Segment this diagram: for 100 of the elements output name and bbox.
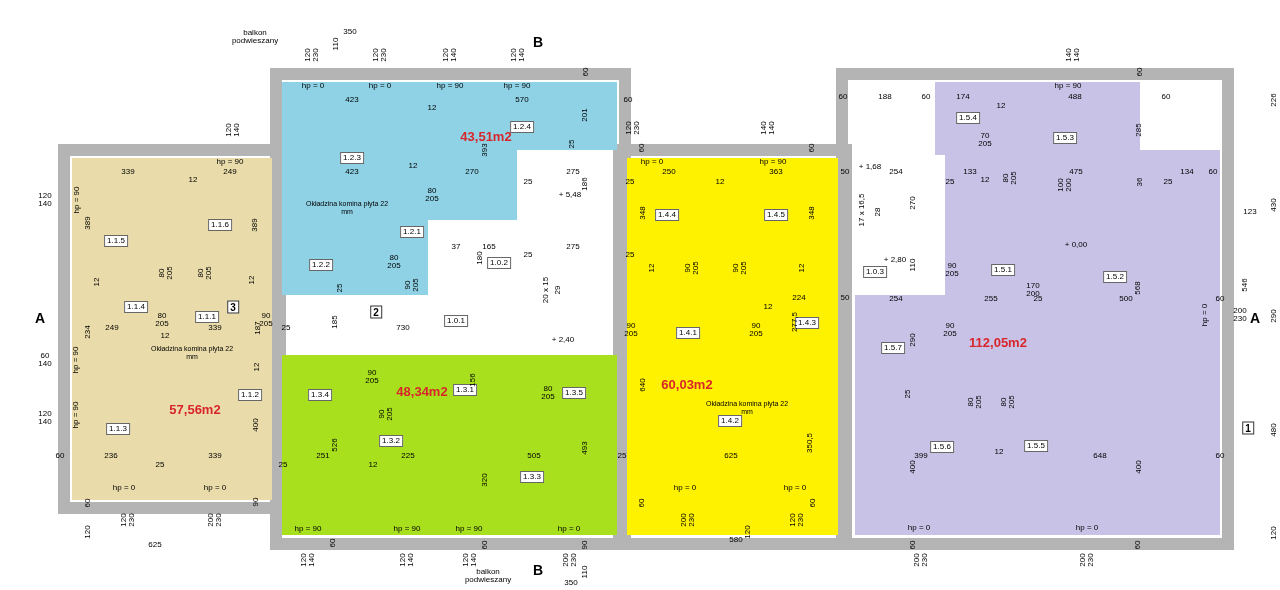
dimension-label: 730 bbox=[396, 324, 410, 332]
dimension-label: 430 bbox=[1270, 198, 1278, 212]
dimension-label: 640 bbox=[639, 378, 647, 392]
dimension-label: 90 205 bbox=[748, 322, 764, 338]
dimension-label: 165 bbox=[482, 243, 496, 251]
dimension-label: 546 bbox=[1241, 278, 1249, 292]
dimension-label: 60 bbox=[1136, 67, 1144, 77]
dimension-label: 110 bbox=[581, 565, 589, 579]
dimension-label: 80 205 bbox=[1002, 170, 1018, 186]
dimension-label: 120 bbox=[744, 525, 752, 539]
dimension-label: 648 bbox=[1093, 452, 1107, 460]
dimension-label: 60 bbox=[623, 96, 633, 104]
room-number: 1.5.7 bbox=[881, 342, 905, 354]
sill-height-label: hp = 90 bbox=[72, 401, 80, 429]
dimension-label: 285 bbox=[1135, 123, 1143, 137]
dimension-label: 500 bbox=[1119, 295, 1133, 303]
dimension-label: 339 bbox=[208, 452, 222, 460]
dimension-label: 12 bbox=[368, 461, 378, 469]
elevation-label: + 5,48 bbox=[558, 191, 582, 199]
sill-height-label: hp = 90 bbox=[503, 82, 531, 90]
elevation-label: + 1,68 bbox=[858, 163, 882, 171]
dimension-label: 568 bbox=[1134, 281, 1142, 295]
dimension-label: 60 bbox=[481, 540, 489, 550]
dimension-label: 270 bbox=[465, 168, 479, 176]
dimension-label: 12 bbox=[648, 263, 656, 273]
sill-height-label: hp = 90 bbox=[393, 525, 421, 533]
room-number: 1.1.6 bbox=[208, 219, 232, 231]
dimension-label: 400 bbox=[1135, 460, 1143, 474]
sill-height-label: hp = 0 bbox=[640, 158, 664, 166]
balcony-note: balkon podwieszany bbox=[463, 568, 513, 584]
dimension-label: 250 bbox=[662, 168, 676, 176]
room-number: 1.3.3 bbox=[520, 471, 544, 483]
dimension-label: 28 bbox=[874, 207, 882, 217]
dimension-label: 60 bbox=[838, 93, 848, 101]
sill-height-label: hp = 90 bbox=[1054, 82, 1082, 90]
dimension-label: 255 bbox=[984, 295, 998, 303]
dimension-label: 90 bbox=[581, 540, 589, 550]
dimension-label: 275 bbox=[566, 168, 580, 176]
dimension-label: 36 bbox=[1136, 177, 1144, 187]
sill-height-label: hp = 0 bbox=[907, 524, 931, 532]
sill-height-label: hp = 0 bbox=[112, 484, 136, 492]
room-number: 1.2.1 bbox=[400, 226, 424, 238]
dimension-label: 20 x 15 bbox=[542, 276, 550, 304]
balcony-note: balkon podwieszany bbox=[230, 29, 280, 45]
dimension-label: 90 205 bbox=[942, 322, 958, 338]
dimension-label: 110 bbox=[909, 258, 917, 272]
dimension-label: 348 bbox=[808, 206, 816, 220]
dimension-label: 133 bbox=[963, 168, 977, 176]
room-number: 1.5.5 bbox=[1024, 440, 1048, 452]
dimension-label: 25 bbox=[281, 324, 291, 332]
room-number: 1.4.5 bbox=[764, 209, 788, 221]
dimension-label: 201 bbox=[581, 108, 589, 122]
dimension-label: 60 bbox=[84, 498, 92, 508]
dimension-label: 70 205 bbox=[977, 132, 993, 148]
dimension-label: 389 bbox=[251, 218, 259, 232]
dimension-label: 120 140 bbox=[37, 192, 53, 208]
elevation-label: + 2,80 bbox=[883, 256, 907, 264]
dimension-label: 60 140 bbox=[37, 352, 53, 368]
room-number: 1.5.1 bbox=[991, 264, 1015, 276]
room-number: 1.1.3 bbox=[106, 423, 130, 435]
elevation-label: + 2,40 bbox=[551, 336, 575, 344]
dimension-label: 60 bbox=[909, 540, 917, 550]
room-number: 1.5.3 bbox=[1053, 132, 1077, 144]
dimension-label: 60 bbox=[638, 498, 646, 508]
dimension-label: 480 bbox=[1270, 423, 1278, 437]
dimension-label: 275 bbox=[566, 243, 580, 251]
dimension-label: 493 bbox=[581, 441, 589, 455]
dimension-label: 80 205 bbox=[1000, 394, 1016, 410]
dimension-label: 251 bbox=[316, 452, 330, 460]
sill-height-label: hp = 0 bbox=[203, 484, 227, 492]
dimension-label: 12 bbox=[408, 162, 418, 170]
room-number: 1.2.3 bbox=[340, 152, 364, 164]
dimension-label: 90 205 bbox=[364, 369, 380, 385]
dimension-label: 90 205 bbox=[684, 260, 700, 276]
dimension-label: 25 bbox=[945, 178, 955, 186]
room-number: 1.3.4 bbox=[308, 389, 332, 401]
sill-height-label: hp = 0 bbox=[301, 82, 325, 90]
dimension-label: 60 bbox=[329, 538, 337, 548]
dimension-label: 234 bbox=[84, 325, 92, 339]
dimension-label: 505 bbox=[527, 452, 541, 460]
room-number: 1.1.5 bbox=[104, 235, 128, 247]
area-label: 60,03m2 bbox=[661, 378, 713, 392]
section-marker: B bbox=[532, 34, 544, 50]
sill-height-label: hp = 0 bbox=[557, 525, 581, 533]
dimension-label: 526 bbox=[331, 438, 339, 452]
dimension-label: 12 bbox=[427, 104, 437, 112]
dimension-label: 389 bbox=[84, 216, 92, 230]
dimension-label: 12 bbox=[994, 448, 1004, 456]
sill-height-label: hp = 0 bbox=[368, 82, 392, 90]
section-marker: A bbox=[34, 310, 46, 326]
dimension-label: 200 230 bbox=[1232, 307, 1248, 323]
dimension-label: 290 bbox=[1270, 309, 1278, 323]
dimension-label: 290 bbox=[909, 333, 917, 347]
section-marker: B bbox=[532, 562, 544, 578]
dimension-label: 393 bbox=[481, 143, 489, 157]
dimension-label: 50 bbox=[840, 168, 850, 176]
dimension-label: 180 bbox=[476, 251, 484, 265]
dimension-label: 90 205 bbox=[944, 262, 960, 278]
sill-height-label: hp = 90 bbox=[294, 525, 322, 533]
dimension-label: 37 bbox=[451, 243, 461, 251]
